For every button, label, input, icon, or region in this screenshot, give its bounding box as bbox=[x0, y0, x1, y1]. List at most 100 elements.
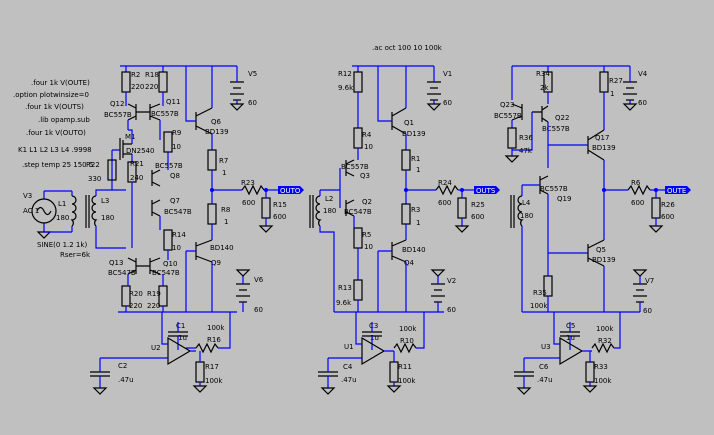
directive-four-oute: .four 1k V(OUTE) bbox=[31, 79, 90, 87]
svg-text:220: 220 bbox=[145, 83, 158, 91]
svg-text:Q3: Q3 bbox=[360, 172, 370, 180]
svg-text:600: 600 bbox=[661, 213, 674, 221]
pnp-pair-q23-q22 bbox=[511, 103, 549, 123]
svg-text:R32: R32 bbox=[598, 337, 612, 345]
battery-v5 bbox=[230, 81, 244, 101]
svg-text:600: 600 bbox=[242, 199, 255, 207]
svg-text:600: 600 bbox=[471, 213, 484, 221]
svg-text:10: 10 bbox=[172, 244, 181, 252]
svg-text:240: 240 bbox=[130, 174, 143, 182]
svg-text:BD140: BD140 bbox=[210, 244, 234, 252]
svg-text:BD139: BD139 bbox=[402, 130, 426, 138]
svg-text:R13: R13 bbox=[338, 284, 352, 292]
svg-text:BC547B: BC547B bbox=[164, 208, 192, 216]
svg-text:220: 220 bbox=[129, 302, 142, 310]
svg-text:60: 60 bbox=[638, 99, 647, 107]
svg-text:V4: V4 bbox=[638, 70, 648, 78]
svg-text:1: 1 bbox=[610, 90, 614, 98]
resistor-r32 bbox=[591, 342, 615, 354]
svg-text:600: 600 bbox=[438, 199, 451, 207]
svg-text:V6: V6 bbox=[254, 276, 264, 284]
battery-v6 bbox=[236, 283, 250, 303]
transistor-q7 bbox=[151, 199, 161, 217]
svg-text:9.6k: 9.6k bbox=[338, 84, 354, 92]
svg-text:Q19: Q19 bbox=[557, 195, 571, 203]
svg-text:180: 180 bbox=[520, 212, 533, 220]
svg-text:R15: R15 bbox=[273, 201, 287, 209]
battery-v1 bbox=[427, 81, 441, 101]
svg-text:C3: C3 bbox=[369, 322, 378, 330]
svg-text:C5: C5 bbox=[566, 322, 575, 330]
directive-step: .step temp 25 150 5 bbox=[22, 161, 93, 169]
resistor-r23 bbox=[241, 184, 265, 196]
mosfet-m1 bbox=[119, 138, 132, 160]
svg-text:V1: V1 bbox=[443, 70, 452, 78]
svg-text:330: 330 bbox=[88, 175, 101, 183]
left-amplifier: L1 180 L3 180 R2 220 R18 220 Q12 BC557B … bbox=[56, 65, 304, 395]
svg-text:60: 60 bbox=[254, 306, 263, 314]
svg-text:R19: R19 bbox=[147, 290, 161, 298]
svg-text:R27: R27 bbox=[609, 77, 623, 85]
svg-text:R20: R20 bbox=[129, 290, 143, 298]
svg-text:Q23: Q23 bbox=[500, 101, 514, 109]
directive-coupling: K1 L1 L2 L3 L4 .9998 bbox=[18, 146, 92, 154]
svg-text:9.6k: 9.6k bbox=[336, 299, 352, 307]
pnp-pair-q12-q11 bbox=[127, 103, 161, 121]
svg-text:R8: R8 bbox=[221, 206, 230, 214]
svg-text:Q12: Q12 bbox=[110, 100, 124, 108]
svg-text:U3: U3 bbox=[541, 343, 551, 351]
directive-four-outs: .four 1k V(OUTS) bbox=[25, 103, 84, 111]
svg-text:U2: U2 bbox=[151, 344, 161, 352]
svg-text:R33: R33 bbox=[594, 363, 608, 371]
resistor-r10 bbox=[393, 342, 417, 354]
svg-text:R34: R34 bbox=[536, 70, 550, 78]
svg-text:Q4: Q4 bbox=[404, 259, 415, 267]
svg-text:R1: R1 bbox=[411, 155, 420, 163]
svg-text:Q10: Q10 bbox=[163, 260, 177, 268]
opamp-u2 bbox=[167, 336, 192, 366]
inductor-l2 bbox=[315, 195, 322, 227]
source-v3[interactable]: V3 AC 1 SINE(0 1.2 1k) Rser=6k bbox=[23, 190, 91, 259]
svg-text:BC557B: BC557B bbox=[494, 112, 522, 120]
svg-text:R23: R23 bbox=[241, 179, 255, 187]
svg-text:M1: M1 bbox=[125, 133, 136, 141]
net-flag-outo bbox=[278, 186, 304, 194]
svg-text:100k: 100k bbox=[399, 325, 417, 333]
svg-text:10: 10 bbox=[364, 143, 373, 151]
svg-text:OUTE: OUTE bbox=[667, 187, 686, 195]
right-amplifier: R34 2k R27 1 Q23 BC557B Q22 BC557B R36 4… bbox=[494, 65, 691, 395]
svg-text:R21: R21 bbox=[130, 160, 144, 168]
svg-text:R12: R12 bbox=[338, 70, 352, 78]
svg-text:BD139: BD139 bbox=[592, 256, 616, 264]
svg-text:220: 220 bbox=[147, 302, 160, 310]
svg-text:BD139: BD139 bbox=[205, 128, 229, 136]
svg-text:L4: L4 bbox=[522, 199, 531, 207]
svg-text:R16: R16 bbox=[207, 336, 221, 344]
svg-text:1: 1 bbox=[416, 166, 420, 174]
svg-text:L2: L2 bbox=[325, 195, 333, 203]
svg-text:600: 600 bbox=[631, 199, 644, 207]
svg-text:U1: U1 bbox=[344, 343, 354, 351]
svg-text:180: 180 bbox=[56, 214, 69, 222]
directive-lib: .lib opamp.sub bbox=[38, 116, 90, 124]
svg-text:V2: V2 bbox=[447, 277, 456, 285]
svg-text:R25: R25 bbox=[471, 201, 485, 209]
svg-text:2k: 2k bbox=[540, 84, 549, 92]
svg-text:10: 10 bbox=[364, 243, 373, 251]
svg-text:100k: 100k bbox=[594, 377, 612, 385]
battery-v4 bbox=[623, 81, 637, 101]
svg-text:47k: 47k bbox=[519, 147, 533, 155]
svg-text:BC547B: BC547B bbox=[344, 208, 372, 216]
svg-text:SINE(0 1.2 1k): SINE(0 1.2 1k) bbox=[37, 241, 87, 249]
svg-text:BC557B: BC557B bbox=[151, 110, 179, 118]
svg-text:10: 10 bbox=[172, 143, 181, 151]
svg-text:R5: R5 bbox=[362, 231, 371, 239]
svg-text:1: 1 bbox=[224, 218, 228, 226]
svg-text:V5: V5 bbox=[248, 70, 257, 78]
svg-text:Q17: Q17 bbox=[595, 134, 609, 142]
net-flag-outs bbox=[474, 186, 500, 194]
capacitor-c2 bbox=[90, 371, 110, 377]
svg-text:BC557B: BC557B bbox=[540, 185, 568, 193]
svg-text:R36: R36 bbox=[519, 134, 533, 142]
